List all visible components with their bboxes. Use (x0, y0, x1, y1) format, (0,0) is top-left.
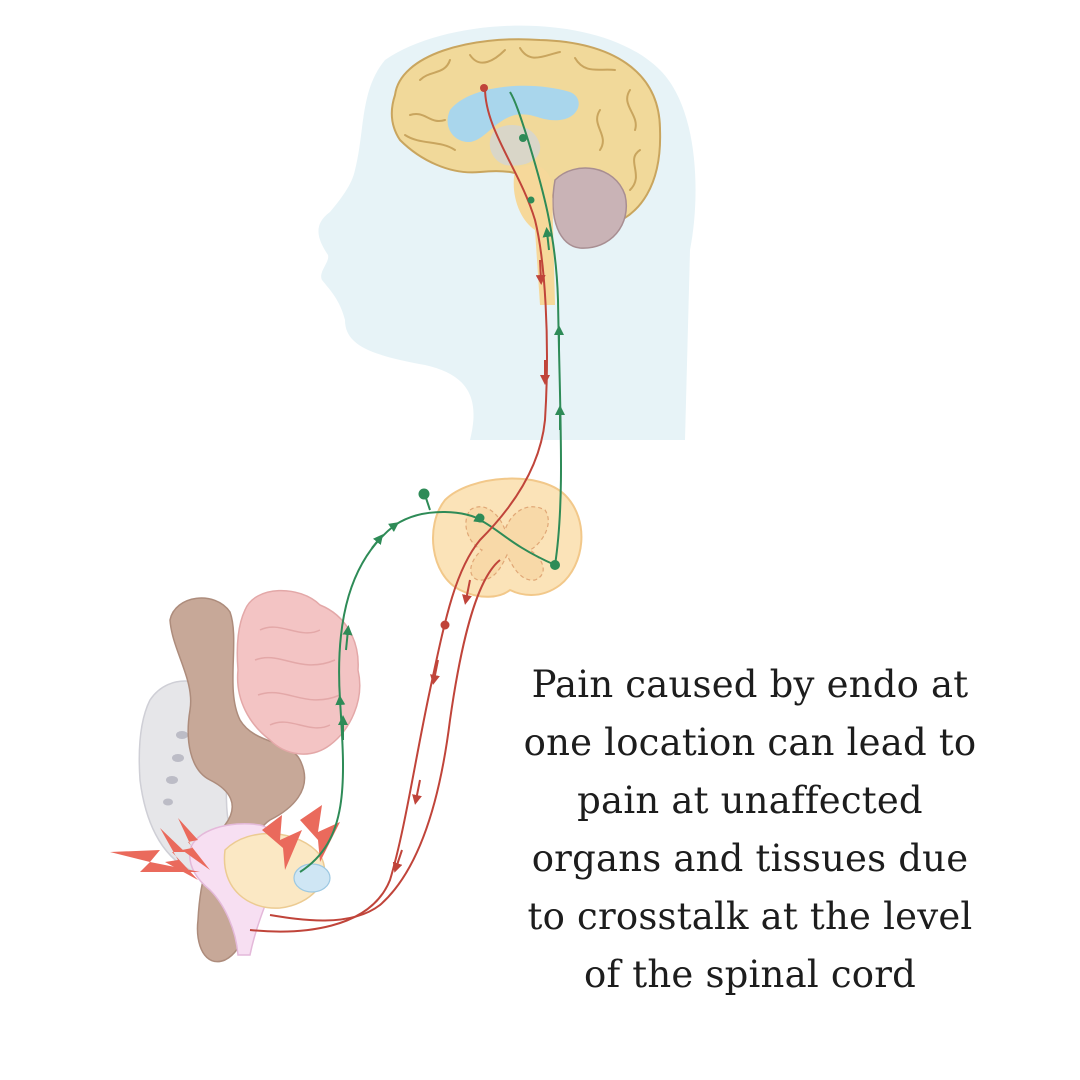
caption-line: pain at unaffected (500, 772, 1000, 830)
caption-line: organs and tissues due (500, 830, 1000, 888)
caption-text: Pain caused by endo at one location can … (500, 656, 1000, 1004)
caption-line: of the spinal cord (500, 946, 1000, 1004)
caption-line: Pain caused by endo at (500, 656, 1000, 714)
caption-line: one location can lead to (500, 714, 1000, 772)
caption-line: to crosstalk at the level (500, 888, 1000, 946)
ovary (294, 864, 330, 892)
